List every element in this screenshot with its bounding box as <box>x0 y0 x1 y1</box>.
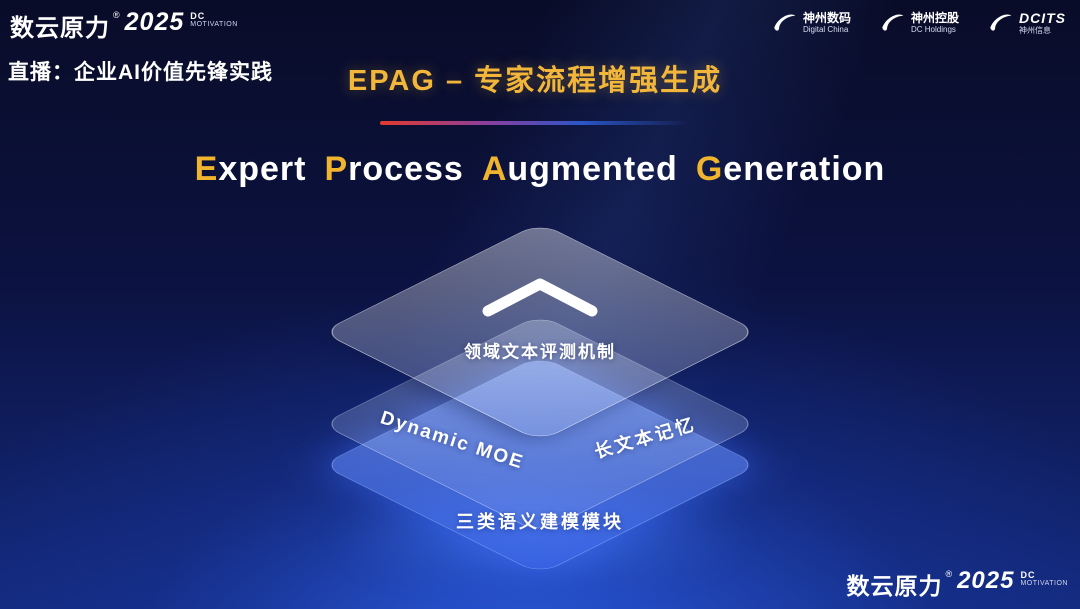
brand-year: 2025 <box>957 567 1015 594</box>
swoosh-icon <box>882 14 904 31</box>
logo-name: 神州控股 <box>910 10 959 25</box>
title-word: Process <box>324 150 464 188</box>
layer-label-bottom: 三类语义建模模块 <box>456 512 624 532</box>
registered-mark: ® <box>945 569 953 579</box>
gradient-divider <box>380 121 690 125</box>
logo-name: DCITS <box>1019 10 1066 27</box>
title-word: Expert <box>194 150 307 188</box>
logo-dcits: DCITS 神州信息 <box>987 10 1066 36</box>
registered-mark: ® <box>113 10 120 20</box>
logo-dc-holdings: 神州控股 DC Holdings <box>879 10 959 36</box>
live-subtitle: 直播：企业AI价值先锋实践 <box>8 61 273 84</box>
layer-label-top: 领域文本评测机制 <box>464 342 616 362</box>
logo-digital-china: 神州数码 Digital China <box>771 10 851 36</box>
brand-motivation: MOTIVATION <box>1020 580 1068 588</box>
corporate-logos: 神州数码 Digital China 神州控股 DC Holdings DCIT… <box>771 10 1066 36</box>
brand-tagline: DC MOTIVATION <box>190 11 238 29</box>
logo-subtext: DC Holdings <box>910 25 956 35</box>
title-word: Augmented <box>481 150 678 188</box>
title-word: Generation <box>695 150 886 188</box>
swoosh-icon <box>990 14 1012 31</box>
brand-tagline: DC MOTIVATION <box>1020 570 1068 588</box>
logo-subtext: 神州信息 <box>1019 26 1051 36</box>
logo-name: 神州数码 <box>802 10 851 25</box>
brand-logo-top-left: 数云原力 ® 2025 DC MOTIVATION <box>10 8 238 43</box>
swoosh-icon <box>774 14 796 31</box>
brand-name: 数云原力 <box>846 573 943 599</box>
brand-dc: DC <box>190 11 206 21</box>
brand-year: 2025 <box>124 8 185 36</box>
brand-logo-bottom-right: 数云原力 ® 2025 DC MOTIVATION <box>846 567 1068 601</box>
brand-motivation: MOTIVATION <box>190 21 238 29</box>
brand-name: 数云原力 <box>10 15 110 42</box>
chevron-up-icon <box>482 278 598 317</box>
main-title: Expert Process Augmented Generation <box>0 150 1080 189</box>
brand-dc: DC <box>1020 570 1036 580</box>
logo-subtext: Digital China <box>802 25 849 35</box>
section-title: EPAG – 专家流程增强生成 <box>347 65 723 97</box>
